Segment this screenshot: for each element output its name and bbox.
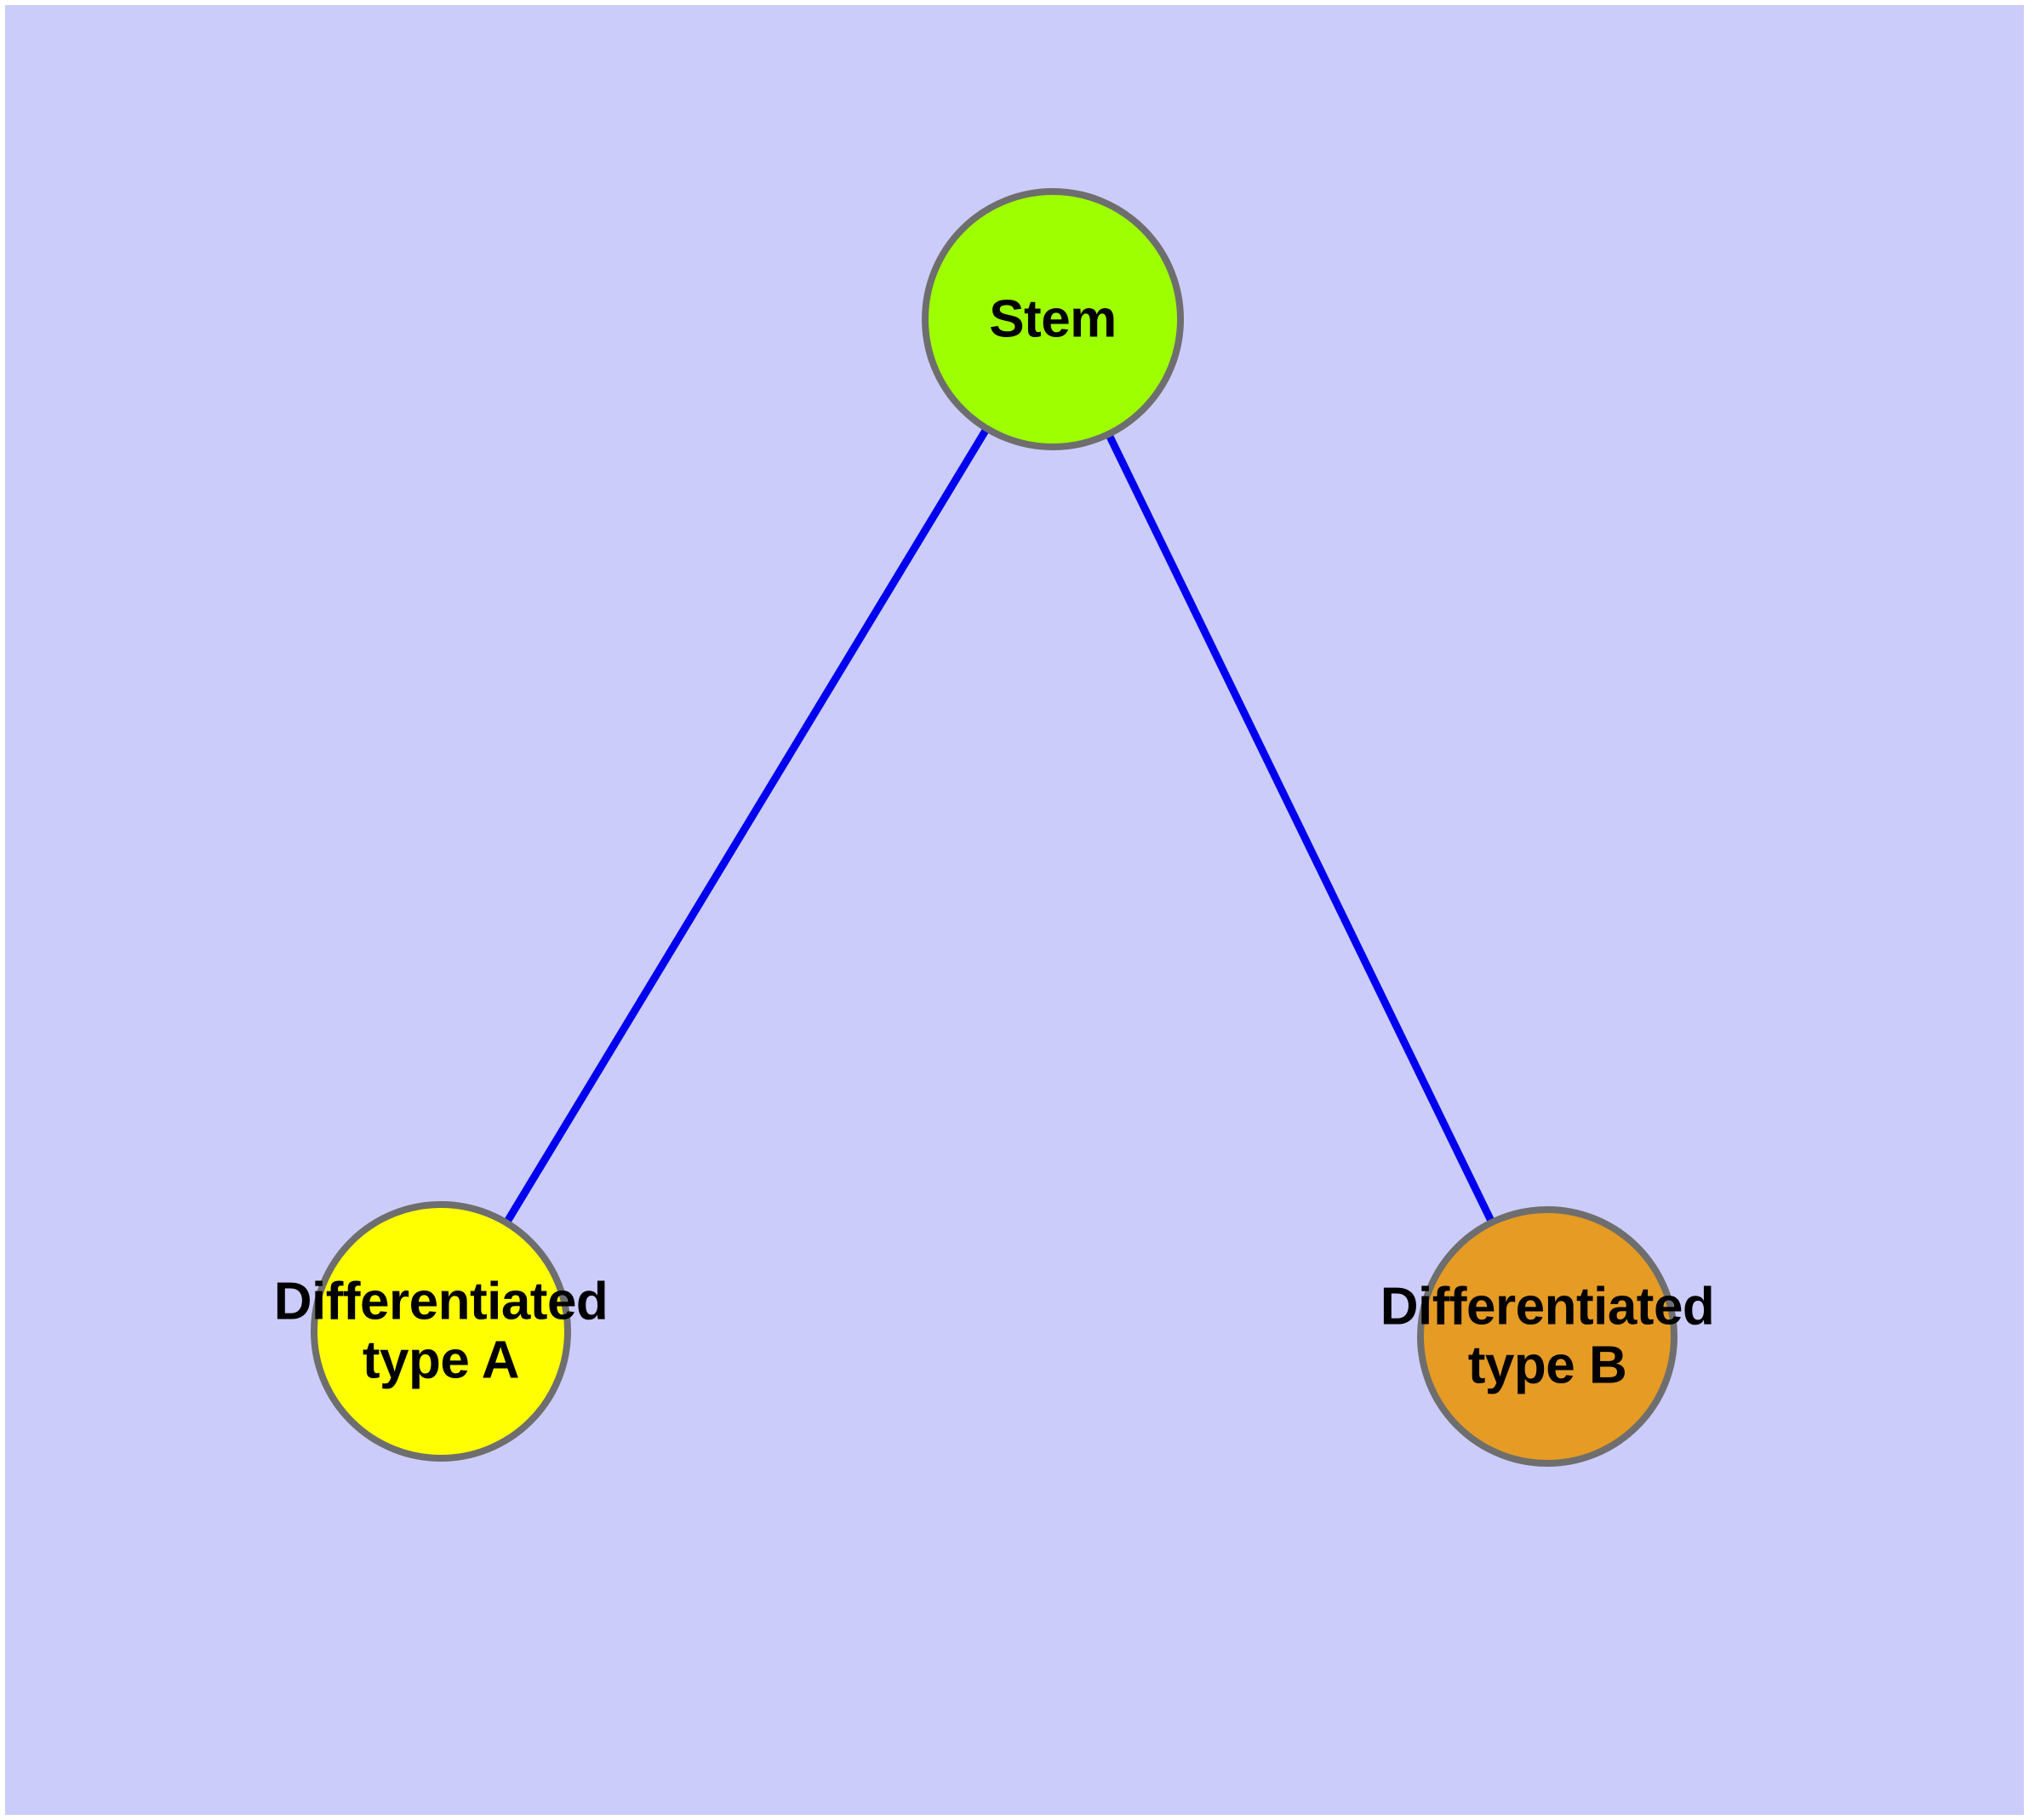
graph-node-diff_b[interactable] — [1417, 1206, 1677, 1467]
graph-node-stem[interactable] — [922, 188, 1184, 450]
graph-node-diff_a[interactable] — [311, 1201, 571, 1462]
graph-edge[interactable] — [504, 427, 990, 1224]
graph-edge[interactable] — [1106, 433, 1495, 1223]
edge-layer — [504, 427, 1495, 1224]
node-layer — [311, 188, 1677, 1467]
